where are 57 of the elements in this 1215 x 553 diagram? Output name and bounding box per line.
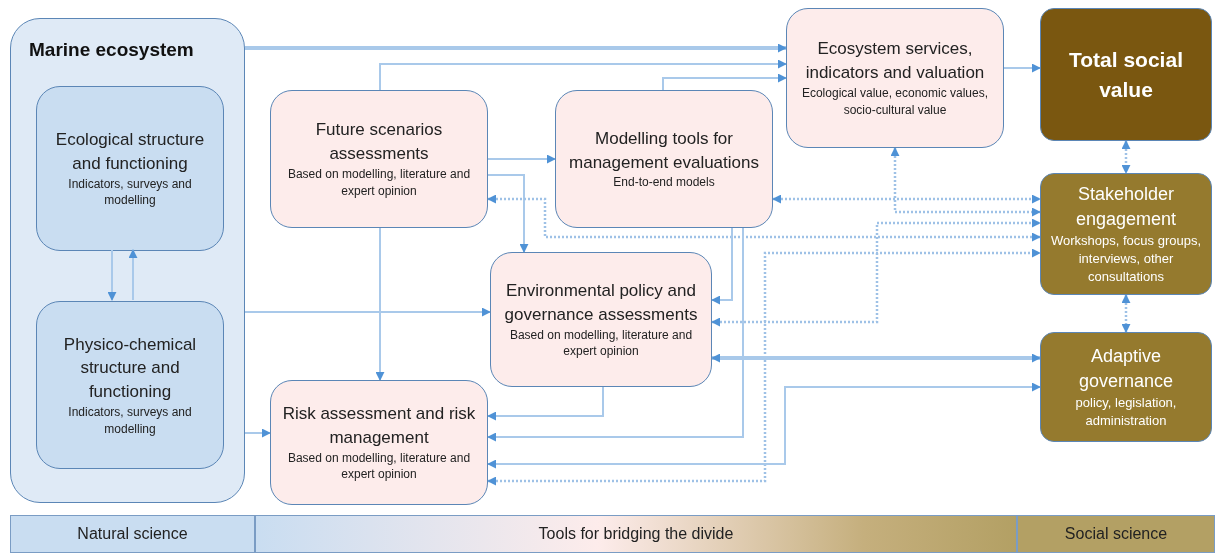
box-description: Indicators, surveys and modelling: [67, 403, 193, 438]
process-box: [1040, 8, 1212, 141]
box-title: Risk assessment and risk management: [281, 402, 477, 449]
box-description: Based on modelling, literature and expert opinion: [508, 326, 694, 361]
process-box: [36, 301, 224, 469]
box-title: Stakeholder engagement: [1074, 182, 1178, 231]
connector-arrow: [711, 227, 733, 305]
process-box: [270, 380, 488, 505]
connector-arrow: [487, 154, 556, 164]
process-box: [555, 90, 773, 228]
box-title: Adaptive governance: [1077, 344, 1175, 393]
connector-arrow: [375, 227, 385, 381]
process-box: [36, 86, 224, 251]
connector-arrow: [487, 248, 1041, 486]
connector-arrow: [487, 386, 604, 421]
connector-arrow: [244, 307, 491, 317]
connector-arrow: [711, 353, 1041, 363]
band-label: Tools for bridging the divide: [538, 525, 734, 543]
box-description: Indicators, surveys and modelling: [67, 175, 193, 210]
connector-arrow: [379, 59, 787, 91]
box-description: End-to-end models: [613, 174, 715, 192]
process-box: [270, 90, 488, 228]
connector-arrow: [487, 382, 1041, 469]
connector-arrow: [128, 249, 138, 301]
process-box: [490, 252, 712, 387]
connector-arrow: [1121, 294, 1131, 333]
box-description: Workshops, focus groups, interviews, other consultations: [1049, 231, 1203, 287]
box-title: Marine ecosystem: [29, 38, 194, 62]
connector-arrow: [107, 249, 117, 301]
connector-arrow: [890, 147, 1041, 217]
connector-arrow: [711, 218, 1041, 327]
process-box: [1040, 173, 1212, 295]
box-title: Future scenarios assessments: [314, 119, 444, 166]
box-description: Based on modelling, literature and expert opinion: [286, 166, 472, 200]
band-label: Natural science: [77, 525, 188, 543]
box-description: policy, legislation, administration: [1074, 394, 1178, 431]
process-box: [1040, 332, 1212, 442]
box-title: Ecological structure and functioning: [54, 128, 206, 175]
box-title: Total social value: [1068, 47, 1184, 103]
connector-arrow: [1121, 140, 1131, 174]
box-title: Modelling tools for management evaluations: [568, 127, 760, 174]
box-title: Environmental policy and governance assessments: [503, 279, 699, 326]
connector-arrow: [487, 227, 744, 442]
connector-arrow: [662, 73, 787, 91]
connector-arrow: [772, 194, 1041, 204]
group-panel: [10, 18, 245, 503]
connector-arrow: [244, 428, 271, 438]
connector-arrow: [1003, 63, 1041, 73]
box-description: Ecological value, economic values, socio-cultural value: [800, 85, 990, 119]
box-description: Based on modelling, literature and expert opinion: [286, 449, 472, 484]
box-title: Physico-chemical structure and functioning: [62, 333, 198, 404]
process-box: [786, 8, 1004, 148]
connector-arrow: [487, 174, 529, 253]
band-label: Social science: [1064, 525, 1168, 543]
box-title: Ecosystem services, indicators and valuation: [804, 38, 986, 85]
connector-arrow: [245, 43, 787, 53]
connector-arrow: [487, 194, 1041, 242]
